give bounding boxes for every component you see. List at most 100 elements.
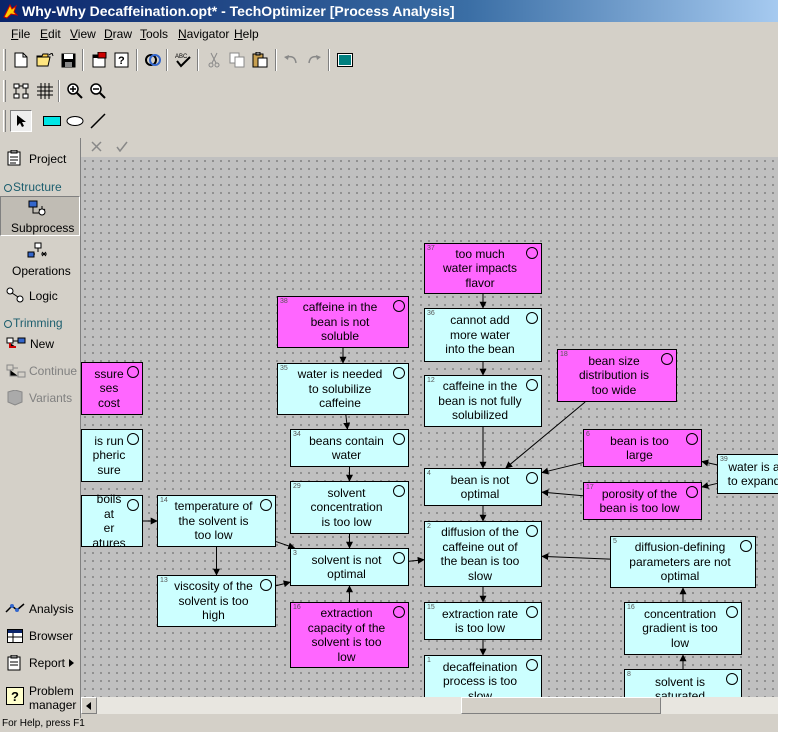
close-icon[interactable] [91,141,102,152]
edge-n17-n4[interactable] [541,489,584,497]
node-status-circle-icon[interactable] [127,499,139,511]
node-status-circle-icon[interactable] [127,366,139,378]
node-status-circle-icon[interactable] [686,433,698,445]
edge-n3-n2[interactable] [408,556,425,564]
horizontal-scrollbar[interactable] [81,697,778,714]
node-status-circle-icon[interactable] [393,552,405,564]
report-item[interactable]: Report [0,655,80,673]
ellipse-icon[interactable] [64,110,86,132]
node-status-circle-icon[interactable] [393,485,405,497]
node-status-circle-icon[interactable] [526,659,538,671]
node-status-circle-icon[interactable] [393,606,405,618]
scroll-left-button[interactable] [81,697,97,714]
node-status-circle-icon[interactable] [393,367,405,379]
project-item[interactable]: Project [0,150,80,168]
check-icon[interactable] [116,141,128,152]
new-file-icon[interactable] [10,49,32,71]
node-status-circle-icon[interactable] [260,499,272,511]
node-nRun[interactable]: is run pheric sure [81,429,143,482]
fullscreen-icon[interactable] [334,49,356,71]
node-status-circle-icon[interactable] [686,486,698,498]
open-folder-icon[interactable] [34,49,56,71]
line-icon[interactable] [87,110,109,132]
title-bar[interactable]: Why-Why Decaffeination.opt* - TechOptimi… [0,0,778,22]
node-status-circle-icon[interactable] [726,606,738,618]
node-status-circle-icon[interactable] [740,540,752,552]
new-item[interactable]: New [0,336,80,354]
spell-check-icon[interactable]: ABC [172,49,194,71]
edge-n6-n4[interactable] [541,462,584,475]
node-status-circle-icon[interactable] [127,433,139,445]
node-status-circle-icon[interactable] [661,353,673,365]
edge-n5-n2[interactable] [541,553,611,561]
menu-tools[interactable]: Tools [140,27,169,41]
operations-item[interactable]: Operations [0,242,80,280]
menu-help[interactable]: Help [234,27,259,41]
node-status-circle-icon[interactable] [393,300,405,312]
menu-view[interactable]: View [70,27,96,41]
edge-n39-n6[interactable] [701,459,718,467]
node-status-circle-icon[interactable] [526,472,538,484]
edge-n13-n3[interactable] [275,580,291,588]
node-status-circle-icon[interactable] [526,379,538,391]
logic-item[interactable]: Logic [0,287,80,305]
menu-navigator[interactable]: Navigator [178,27,230,41]
node-status-circle-icon[interactable] [726,673,738,685]
help-icon[interactable]: ? [111,49,133,71]
analysis-item[interactable]: Analysis [0,601,80,619]
save-icon[interactable] [57,49,79,71]
node-status-circle-icon[interactable] [526,247,538,259]
subprocess-item[interactable]: Subprocess [0,196,80,236]
problem-manager-item[interactable]: ? Problem manager [0,682,80,714]
edge-n39-n17[interactable] [701,482,718,489]
node-status-circle-icon[interactable] [260,579,272,591]
node-nPressure[interactable]: ssure ses cost [81,362,143,415]
node-status-circle-icon[interactable] [526,606,538,618]
menu-draw[interactable]: Draw [104,27,133,41]
node-status-circle-icon[interactable] [526,525,538,537]
edge-n35-n34[interactable] [343,414,351,430]
pointer-icon[interactable] [10,110,32,132]
trimming-group[interactable]: Trimming [0,316,80,332]
node-nBoils[interactable]: boils at er atures [81,492,143,550]
node-status-circle-icon[interactable] [393,433,405,445]
browser-item[interactable]: Browser [0,628,80,646]
properties-icon[interactable] [88,49,110,71]
layout-icon[interactable] [10,80,32,102]
zoom-out-icon[interactable] [87,80,109,102]
menu-edit[interactable]: Edit [40,27,61,41]
edge-n14-n3[interactable] [275,541,296,550]
zoom-in-icon[interactable] [64,80,86,102]
rectangle-icon[interactable] [41,110,63,132]
link-icon[interactable] [142,49,164,71]
paste-icon[interactable] [249,49,271,71]
grid-icon[interactable] [34,80,56,102]
scroll-thumb[interactable] [461,697,661,714]
node-status-circle-icon[interactable] [526,312,538,324]
edge-n18-n4[interactable] [505,401,586,469]
menu-file[interactable]: File [11,27,31,41]
